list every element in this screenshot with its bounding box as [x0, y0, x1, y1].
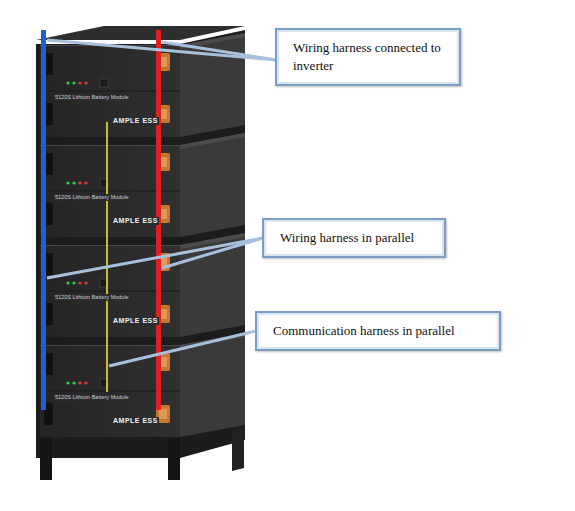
callout-box: Wiring harness in parallel: [262, 218, 446, 258]
negative-cable: [41, 30, 46, 410]
callout-text: Wiring harness connected to inverter: [293, 39, 445, 75]
brand-logo: AMPLE ESS: [112, 317, 159, 325]
module-name: 5120S Lithium Battery Module: [54, 194, 130, 201]
module-name: 5120S Lithium Battery Module: [54, 394, 130, 401]
module-name: 5120S Lithium Battery Module: [54, 94, 130, 101]
callout-box: Communication harness in parallel: [255, 311, 501, 351]
brand-logo: AMPLE ESS: [112, 217, 159, 225]
module-name: 5120S Lithium Battery Module: [54, 294, 130, 301]
brand-logo: AMPLE ESS: [112, 417, 159, 425]
callout-text: Wiring harness in parallel: [280, 229, 430, 247]
callout-box: Wiring harness connected to inverter: [275, 28, 461, 86]
brand-logo: AMPLE ESS: [112, 117, 159, 125]
battery-modules: [40, 33, 245, 437]
callout-text: Communication harness in parallel: [273, 322, 485, 340]
communication-cable: [106, 122, 108, 392]
leader-lines: [47, 40, 276, 366]
